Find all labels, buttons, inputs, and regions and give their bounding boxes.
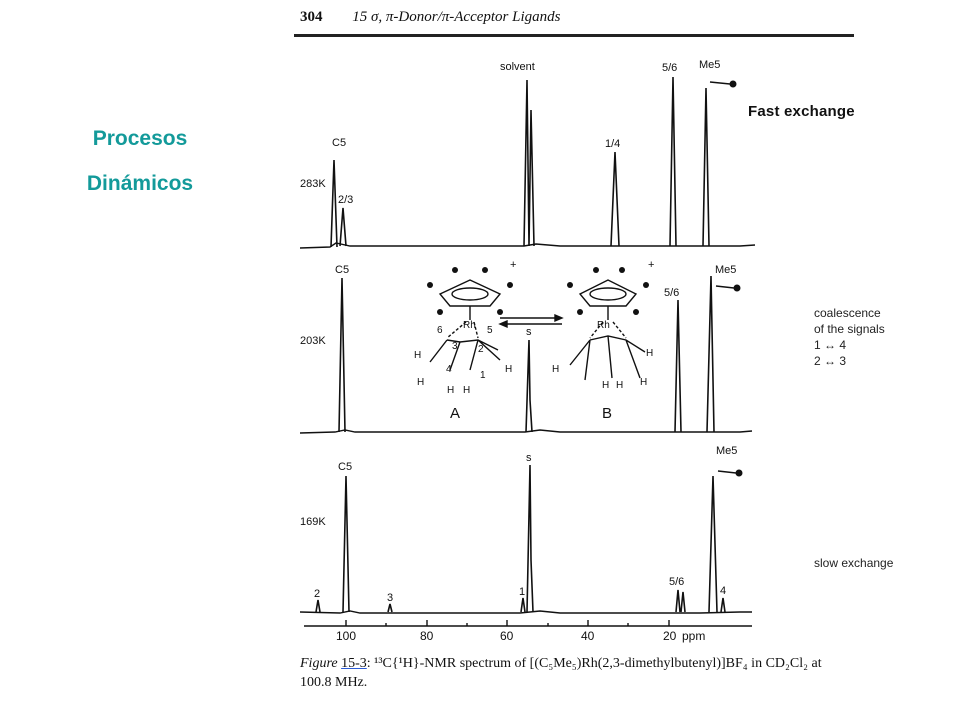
slide-title-line2: Dinámicos: [86, 172, 194, 195]
peak-me5-169k: [708, 475, 718, 613]
peak-56-203k: [674, 299, 682, 433]
atom-label: 6: [437, 325, 443, 336]
tick-20: 20: [663, 629, 677, 643]
atom-label: H: [640, 377, 647, 388]
peak-me5-283k: [702, 87, 710, 247]
ppm-axis: [304, 620, 752, 627]
peak-solvent-283k: [523, 79, 535, 247]
structure-a-label: A: [450, 405, 460, 422]
peak-14-283k: [610, 151, 620, 247]
label-me5-283k: Me5: [699, 59, 720, 71]
atom-label: 5: [487, 325, 493, 336]
book-header: 304 15 σ, π-Donor/π-Acceptor Ligands: [300, 9, 561, 26]
label-56-203k: 5/6: [664, 287, 679, 299]
structure-a: [429, 279, 502, 371]
label-3-169k: 3: [387, 592, 393, 604]
slide-title-line1: Procesos: [92, 127, 188, 150]
peak-3-169k: [387, 603, 393, 613]
peak-me5-203k: [706, 275, 715, 433]
coalescence-notes: coalescence of the signals 1 ↔ 4 2 ↔ 3: [814, 305, 885, 369]
atom-label: H: [417, 377, 424, 388]
note-line: 2 ↔ 3: [814, 354, 847, 368]
tick-100: 100: [336, 629, 356, 643]
label-1-169k: 1: [519, 586, 525, 598]
atom-label: 2: [478, 344, 484, 355]
caption-number: 15-3: [341, 656, 367, 671]
label-c5-283k: C5: [332, 137, 346, 149]
label-me5-203k: Me5: [715, 264, 736, 276]
note-line: 1 ↔ 4: [814, 338, 847, 352]
header-rule: [294, 34, 854, 37]
label-s-203k: s: [526, 326, 532, 338]
peak-1-169k: [520, 597, 526, 613]
peak-23-283k: [339, 207, 347, 247]
temp-203k: 203K: [300, 335, 326, 347]
rh-label-b: Rh: [597, 320, 610, 331]
label-c5-203k: C5: [335, 264, 349, 276]
caption-label: Figure: [300, 656, 338, 671]
peak-s-169k: [526, 464, 534, 613]
tick-40: 40: [581, 629, 595, 643]
peak-c5-169k: [342, 475, 350, 613]
label-23-283k: 2/3: [338, 194, 353, 206]
peak-c5-283k: [330, 159, 338, 248]
structure-b: [569, 279, 646, 381]
atom-label: H: [646, 348, 653, 359]
label-56-169k: 5/6: [669, 576, 684, 588]
rh-label-a: Rh: [463, 320, 476, 331]
baseline-169k: [299, 610, 752, 614]
label-me5-169k: Me5: [716, 445, 737, 457]
label-2-169k: 2: [314, 588, 320, 600]
atom-label: H: [505, 364, 512, 375]
peak-56b-169k: [680, 591, 686, 613]
charge-b: +: [648, 259, 654, 271]
axis-unit: ppm: [682, 629, 705, 643]
atom-label: H: [463, 385, 470, 396]
atom-label: H: [616, 380, 623, 391]
charge-a: +: [510, 259, 516, 271]
label-56-283k: 5/6: [662, 62, 677, 74]
label-4-169k: 4: [720, 585, 726, 597]
tick-60: 60: [500, 629, 514, 643]
atom-label: H: [447, 385, 454, 396]
caption-text-line1: : ¹³C{¹H}-NMR spectrum of [(C₅Me₅)Rh(2,3…: [366, 656, 822, 671]
peak-2-169k: [315, 599, 321, 613]
temp-283k: 283K: [300, 178, 326, 190]
slow-exchange-note: slow exchange: [814, 556, 894, 570]
chapter-title: 15 σ, π-Donor/π-Acceptor Ligands: [352, 9, 561, 25]
baseline-283k: [299, 242, 756, 249]
atom-label: 1: [480, 370, 486, 381]
atom-label: H: [414, 350, 421, 361]
label-14-283k: 1/4: [605, 138, 620, 150]
caption-text-line2: 100.8 MHz.: [300, 675, 368, 690]
figure-caption: Figure 15-3: ¹³C{¹H}-NMR spectrum of [(C…: [300, 654, 930, 692]
fast-exchange-label: Fast exchange: [748, 103, 855, 120]
atom-label: H: [602, 380, 609, 391]
atom-label: 4: [446, 364, 452, 375]
page-number: 304: [300, 9, 323, 25]
atom-label: 3: [452, 341, 458, 352]
atom-label: H: [552, 364, 559, 375]
peak-s-203k: [525, 339, 533, 433]
peak-4-169k: [720, 597, 726, 613]
note-line: coalescence: [814, 306, 881, 320]
temp-169k: 169K: [300, 516, 326, 528]
note-line: of the signals: [814, 322, 885, 336]
tick-80: 80: [420, 629, 434, 643]
peak-c5-203k: [338, 277, 346, 433]
equilibrium-arrows: [498, 313, 564, 329]
label-c5-169k: C5: [338, 461, 352, 473]
label-solvent-283k: solvent: [500, 61, 535, 73]
peak-56a-169k: [675, 589, 681, 613]
label-s-169k: s: [526, 452, 532, 464]
peak-56-283k: [669, 76, 677, 247]
structure-b-label: B: [602, 405, 612, 422]
